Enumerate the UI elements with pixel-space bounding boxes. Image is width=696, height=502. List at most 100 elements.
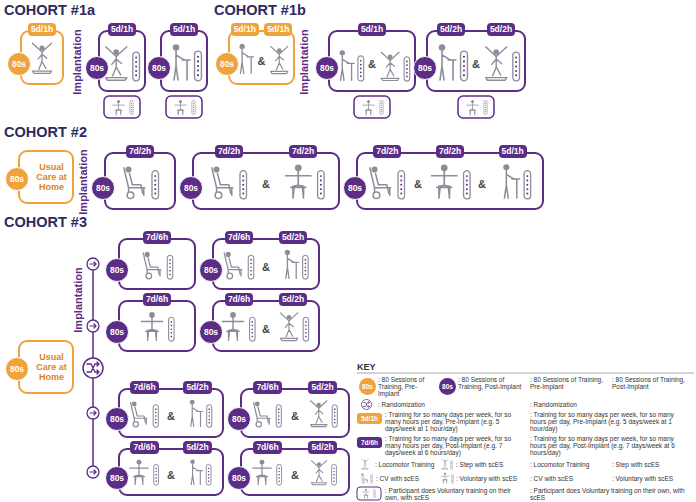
figure-icon xyxy=(254,402,271,427)
key-copy-text: : 80 Sessions of Training, Post-Implant xyxy=(612,376,692,390)
session-tab: 5d/2h xyxy=(437,23,465,36)
figure-icon xyxy=(32,43,51,73)
legend-swatch: 5d/1h xyxy=(357,413,382,424)
session-tab: 7d/2h xyxy=(436,145,464,158)
cohort-title: COHORT #1b xyxy=(214,2,306,18)
session-tab: 5d/1h xyxy=(231,23,259,36)
figure-icon xyxy=(173,44,190,80)
session-tab: 5d/1h xyxy=(108,23,136,36)
own-training-box xyxy=(354,96,390,118)
implantation-label: Implantation xyxy=(298,29,310,94)
usual-care-text: Usual Care at Home xyxy=(34,352,69,382)
legend-text: : Locomotor Training xyxy=(375,461,434,468)
legend-text: : Participant does Voluntary training on… xyxy=(385,487,520,501)
legend-text: : CV with scES xyxy=(376,475,419,482)
stim-icon xyxy=(192,101,195,115)
stim-icon xyxy=(524,171,531,199)
training-box: 7d/6h5d/2h&80s xyxy=(212,300,320,352)
key-rule xyxy=(357,373,694,374)
badge-text: 80s xyxy=(110,265,124,275)
session-badge: 80s xyxy=(5,357,29,381)
session-tab: 7d/2h xyxy=(126,145,154,158)
key-copy-text: : Training for so many days per week, fo… xyxy=(530,411,690,433)
training-box: 7d/6h80s xyxy=(118,300,196,352)
session-tab: 5d/1h xyxy=(170,23,198,36)
training-box: 7d/6h5d/2h&80s xyxy=(118,388,224,438)
swatch-label: 7d/6h xyxy=(361,439,378,446)
ampersand: & xyxy=(291,469,299,481)
session-badge: 80s xyxy=(85,56,109,80)
figure-icon xyxy=(439,44,456,80)
swatch-label: 80s xyxy=(362,383,373,390)
stim-icon xyxy=(277,464,282,485)
session-tab: 7d/6h xyxy=(225,293,253,306)
cohort-title: COHORT #3 xyxy=(4,214,87,230)
badge-text: 80s xyxy=(10,364,24,374)
voluntary-icon xyxy=(363,100,374,115)
badge-text: 80s xyxy=(204,265,218,275)
session-tab: 5d/1h xyxy=(499,145,527,158)
training-box: 7d/2h7d/2h5d/1h&&80s xyxy=(356,152,544,210)
session-tab: 5d/1h xyxy=(264,23,292,36)
session-tab: 5d/2h xyxy=(279,293,307,306)
ampersand: & xyxy=(167,410,175,422)
ampersand: & xyxy=(262,178,270,190)
own-training-icon-box xyxy=(357,487,381,500)
badge-text: 80s xyxy=(110,414,124,424)
figure-icon xyxy=(280,313,297,341)
ampersand: & xyxy=(414,178,422,190)
session-tab: 5d/2h xyxy=(183,441,211,454)
implantation-label: Implantation xyxy=(77,149,89,214)
figure-icon xyxy=(190,400,203,427)
figure-icon xyxy=(141,312,162,340)
session-badge: 80s xyxy=(215,52,239,76)
session-tab: 5d/1h xyxy=(28,23,56,36)
implantation-label: Implantation xyxy=(71,29,83,94)
badge-text: 80s xyxy=(232,414,246,424)
session-badge: 80s xyxy=(91,176,115,200)
ampersand: & xyxy=(478,178,486,190)
legend-text: : Randomization xyxy=(378,401,425,408)
training-box: 5d/1h80s xyxy=(160,30,208,92)
voluntary-icon xyxy=(113,100,124,115)
figure-icon xyxy=(212,167,233,199)
key-copy-text: : Voluntary with scES xyxy=(612,475,673,482)
stim-icon xyxy=(276,405,281,427)
legend-swatch: 80s xyxy=(359,378,376,395)
stim-icon xyxy=(332,405,337,427)
cv-icon xyxy=(361,473,368,483)
swatch-label: 5d/1h xyxy=(361,415,378,422)
ampersand: & xyxy=(258,55,266,67)
legend-swatch: 80s xyxy=(439,378,456,395)
stim-icon xyxy=(169,317,174,341)
figure-icon xyxy=(311,461,326,485)
stim-icon xyxy=(404,57,410,81)
stim-icon xyxy=(374,489,376,497)
figure-icon xyxy=(124,167,145,199)
figure-icon xyxy=(486,47,507,81)
figure-icon xyxy=(106,47,127,81)
training-box: 7d/6h5d/2h&80s xyxy=(118,448,224,496)
randomization-symbol xyxy=(83,358,103,378)
badge-text: 80s xyxy=(348,183,362,193)
figure-icon xyxy=(190,460,202,485)
stim-icon xyxy=(398,171,405,199)
row-arrow xyxy=(87,466,99,478)
cohort-title: COHORT #1a xyxy=(4,2,95,18)
stim-icon xyxy=(133,52,140,81)
session-tab: 7d/6h xyxy=(225,231,253,244)
stim-icon xyxy=(464,171,471,199)
training-box: 7d/6h5d/2h&80s xyxy=(240,448,350,496)
session-tab: 7d/6h xyxy=(130,381,158,394)
ampersand: & xyxy=(368,58,376,70)
stim-icon xyxy=(152,171,159,199)
session-tab: 7d/6h xyxy=(143,293,171,306)
training-box: 5d/1h&80s xyxy=(328,30,416,92)
legend-swatch: 7d/6h xyxy=(357,437,382,448)
training-box: 5d/2h5d/2h&80s xyxy=(426,30,526,92)
badge-text: 80s xyxy=(110,473,124,483)
row-arrow xyxy=(87,320,99,332)
figure-icon xyxy=(239,44,253,74)
session-tab: 7d/6h xyxy=(143,231,171,244)
training-box: 5d/1h5d/1h&80s xyxy=(228,30,295,85)
